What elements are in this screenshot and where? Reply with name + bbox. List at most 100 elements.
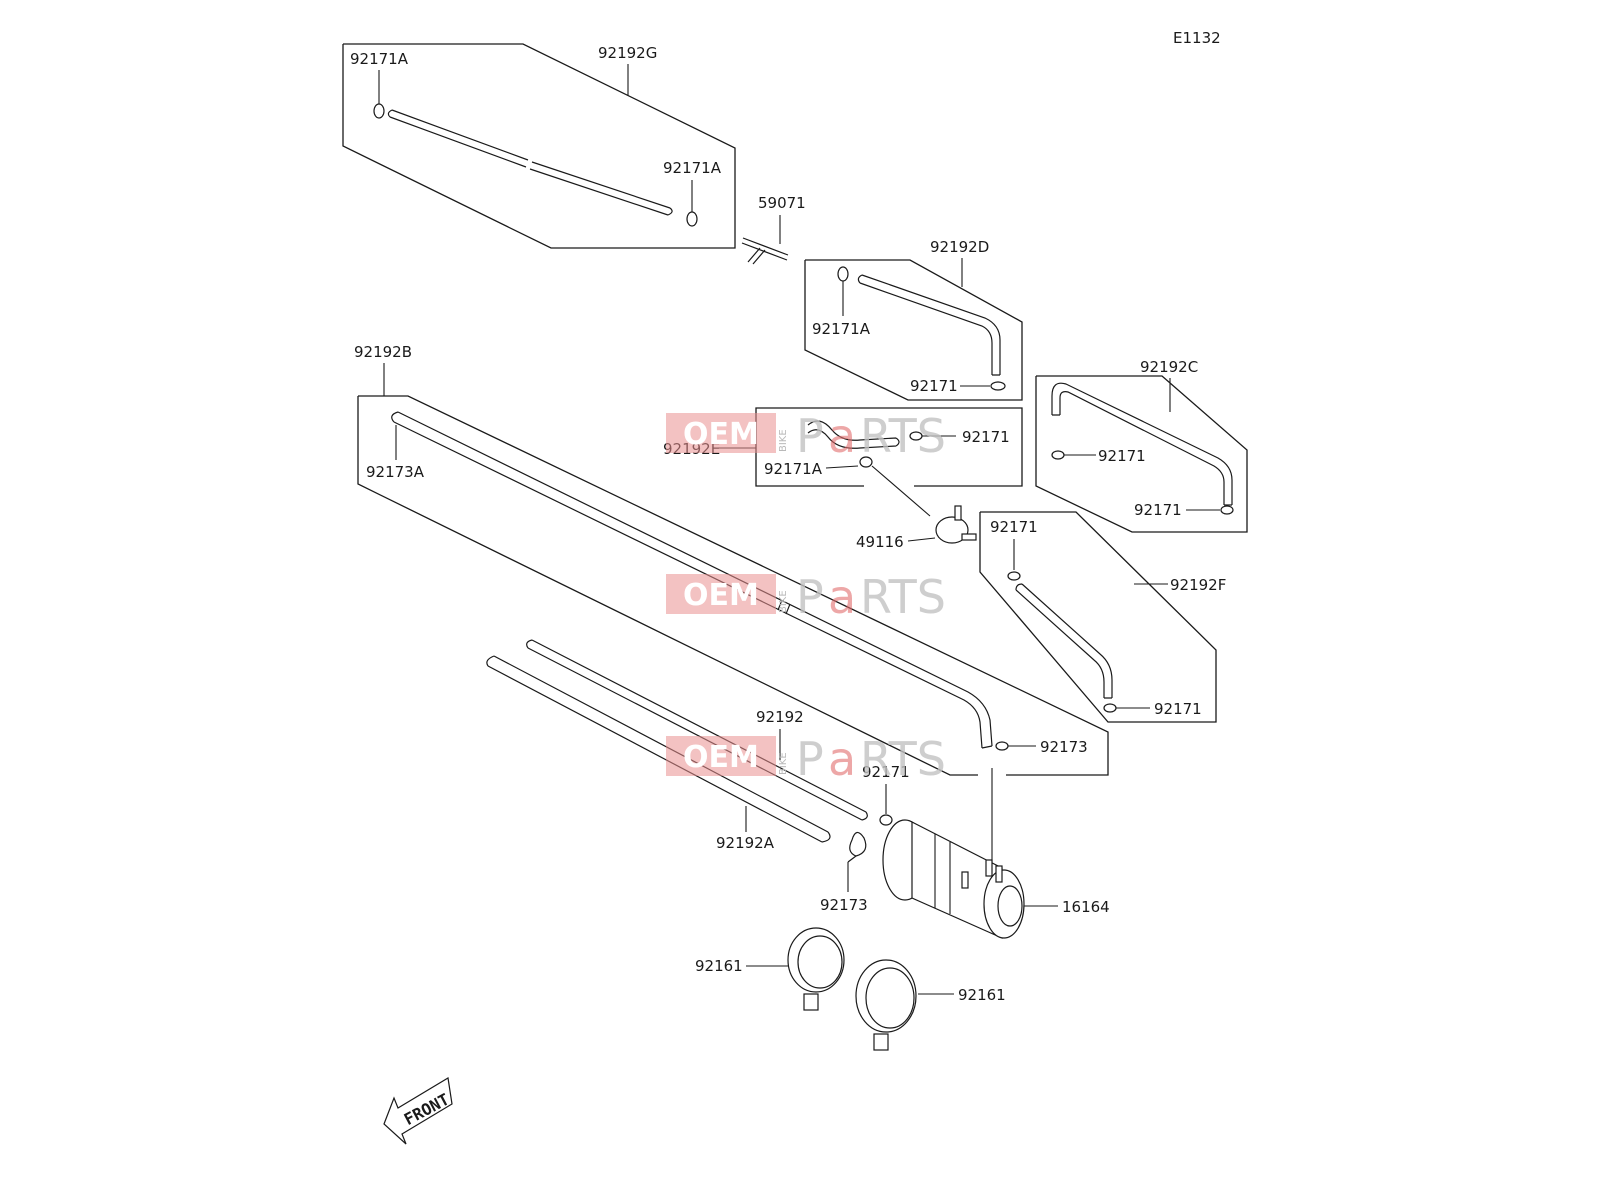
label-92173-b[interactable]: 92173	[820, 896, 868, 914]
diagram-code: E1132	[1173, 29, 1221, 47]
label-49116[interactable]: 49116	[856, 533, 904, 551]
label-92171A-d[interactable]: 92171A	[812, 320, 871, 338]
watermark-1-oem: OEM	[683, 417, 759, 452]
label-92173A[interactable]: 92173A	[366, 463, 425, 481]
part-92161-band-right: 92161	[855, 959, 1006, 1051]
frame-92192F	[979, 511, 1217, 723]
label-92192B[interactable]: 92192B	[354, 343, 412, 361]
watermark-2-rts: RTS	[860, 570, 946, 624]
leader-92171A-e-to-valve	[871, 465, 931, 517]
label-92171-f1[interactable]: 92171	[990, 518, 1038, 536]
label-92171-e[interactable]: 92171	[962, 428, 1010, 446]
label-92171A-e[interactable]: 92171A	[764, 460, 823, 478]
part-92171-canister-clamp: 92171	[862, 763, 910, 826]
band-92161-right-inner	[865, 967, 915, 1029]
hose-92192G-a[interactable]	[387, 109, 529, 168]
label-92192G[interactable]: 92192G	[598, 44, 657, 62]
frame-92192G	[342, 43, 736, 249]
band-92161-left-inner	[797, 935, 843, 989]
frame-92192D	[804, 259, 1023, 401]
group-92192E: 92192E 92171 92171A	[663, 407, 1023, 517]
label-92192F[interactable]: 92192F	[1170, 576, 1226, 594]
valve-49116-nipple-side	[961, 533, 977, 541]
band-92161-right-tab	[873, 1033, 889, 1051]
watermark-1-a: a	[828, 409, 856, 463]
label-92171-m[interactable]: 92171	[862, 763, 910, 781]
watermark-2-oem: OEM	[683, 578, 759, 613]
label-59071[interactable]: 59071	[758, 194, 806, 212]
watermark-3-bike: BIKE	[778, 752, 789, 775]
part-59071: 59071	[741, 194, 806, 265]
canister-16164-nozzle-2	[995, 865, 1003, 883]
clamp-92171A-2[interactable]	[686, 211, 698, 227]
watermark-2-p: P	[796, 570, 824, 624]
clamp-92171A-e[interactable]	[859, 456, 873, 468]
label-92171A-clamp-2[interactable]: 92171A	[663, 159, 722, 177]
label-92161-right[interactable]: 92161	[958, 986, 1006, 1004]
band-92161-left-tab	[803, 993, 819, 1011]
label-92171-d[interactable]: 92171	[910, 377, 958, 395]
hose-92192E[interactable]	[807, 420, 900, 449]
clamp-92173-b[interactable]	[847, 831, 867, 863]
hose-92192C[interactable]	[1051, 382, 1233, 506]
clamp-92171-d[interactable]	[990, 381, 1006, 391]
part-49116: 49116	[856, 505, 977, 551]
canister-16164-nozzle-3	[961, 871, 969, 889]
label-92192D[interactable]: 92192D	[930, 238, 989, 256]
label-92171-c2[interactable]: 92171	[1134, 501, 1182, 519]
leader-92171A-e	[825, 465, 859, 469]
hoses-92192-92192A: 92192 92192A	[486, 639, 868, 852]
group-92192F: 92171 92192F 92171	[979, 511, 1226, 723]
label-92161-left[interactable]: 92161	[695, 957, 743, 975]
label-92171-c1[interactable]: 92171	[1098, 447, 1146, 465]
label-92171-f2[interactable]: 92171	[1154, 700, 1202, 718]
hose-92192D[interactable]	[857, 274, 1001, 376]
frame-92192B	[358, 395, 1109, 776]
valve-49116[interactable]	[935, 516, 969, 544]
frame-92192B-lower	[357, 396, 978, 776]
hose-92192A[interactable]	[486, 655, 831, 843]
watermark-2-box	[666, 574, 776, 614]
label-16164[interactable]: 16164	[1062, 898, 1110, 916]
clamp-92171-c2[interactable]	[1220, 505, 1234, 515]
hose-92192B[interactable]	[391, 411, 993, 749]
label-92192C[interactable]: 92192C	[1140, 358, 1198, 376]
watermark-1-bike: BIKE	[778, 429, 789, 452]
part-16164-canister: 16164	[882, 768, 1110, 939]
part-92161-band-left: 92161	[695, 927, 845, 1011]
hose-92192F[interactable]	[1015, 583, 1113, 699]
watermark-3-rts: RTS	[860, 732, 946, 786]
group-92192D: 92192D 92171A 92171	[804, 238, 1023, 401]
label-92171A-clamp-1[interactable]: 92171A	[350, 50, 409, 68]
watermark-3-oem: OEM	[683, 740, 759, 775]
frame-92192E-lower	[755, 450, 864, 487]
label-92192[interactable]: 92192	[756, 708, 804, 726]
watermark-1-rts: RTS	[860, 409, 946, 463]
watermark-3: OEM BIKE P a RTS	[666, 732, 946, 786]
valve-49116-nipple-top	[954, 505, 962, 521]
clamp-92173[interactable]	[995, 741, 1009, 751]
clamp-92171A-1[interactable]	[373, 103, 385, 119]
group-92192G: 92192G 92171A 92171A	[342, 43, 736, 249]
clamp-92171-m[interactable]	[879, 814, 893, 826]
front-arrow-icon	[383, 1077, 453, 1145]
frame-92192C	[1035, 375, 1248, 533]
group-92192C: 92192C 92171 92171	[1035, 358, 1248, 533]
clamp-92171-c1[interactable]	[1051, 450, 1065, 460]
clamp-92171A-d[interactable]	[837, 266, 849, 282]
watermark-1-p: P	[796, 409, 824, 463]
hose-92192B-joint-2	[785, 603, 791, 615]
leader-49116	[907, 537, 936, 542]
clamp-92171-f1[interactable]	[1007, 571, 1021, 581]
hose-92192[interactable]	[526, 639, 868, 821]
front-direction-marker: FRONT	[383, 1077, 453, 1145]
clamp-92171-f2[interactable]	[1103, 703, 1117, 713]
watermark-2-bike: BIKE	[778, 590, 789, 613]
joint-59071[interactable]	[741, 237, 789, 265]
label-92173[interactable]: 92173	[1040, 738, 1088, 756]
label-92192A[interactable]: 92192A	[716, 834, 775, 852]
watermark-2: OEM BIKE P a RTS	[666, 570, 946, 624]
hose-92192G-b[interactable]	[529, 161, 673, 216]
watermark-1: OEM BIKE P a RTS	[666, 409, 946, 463]
